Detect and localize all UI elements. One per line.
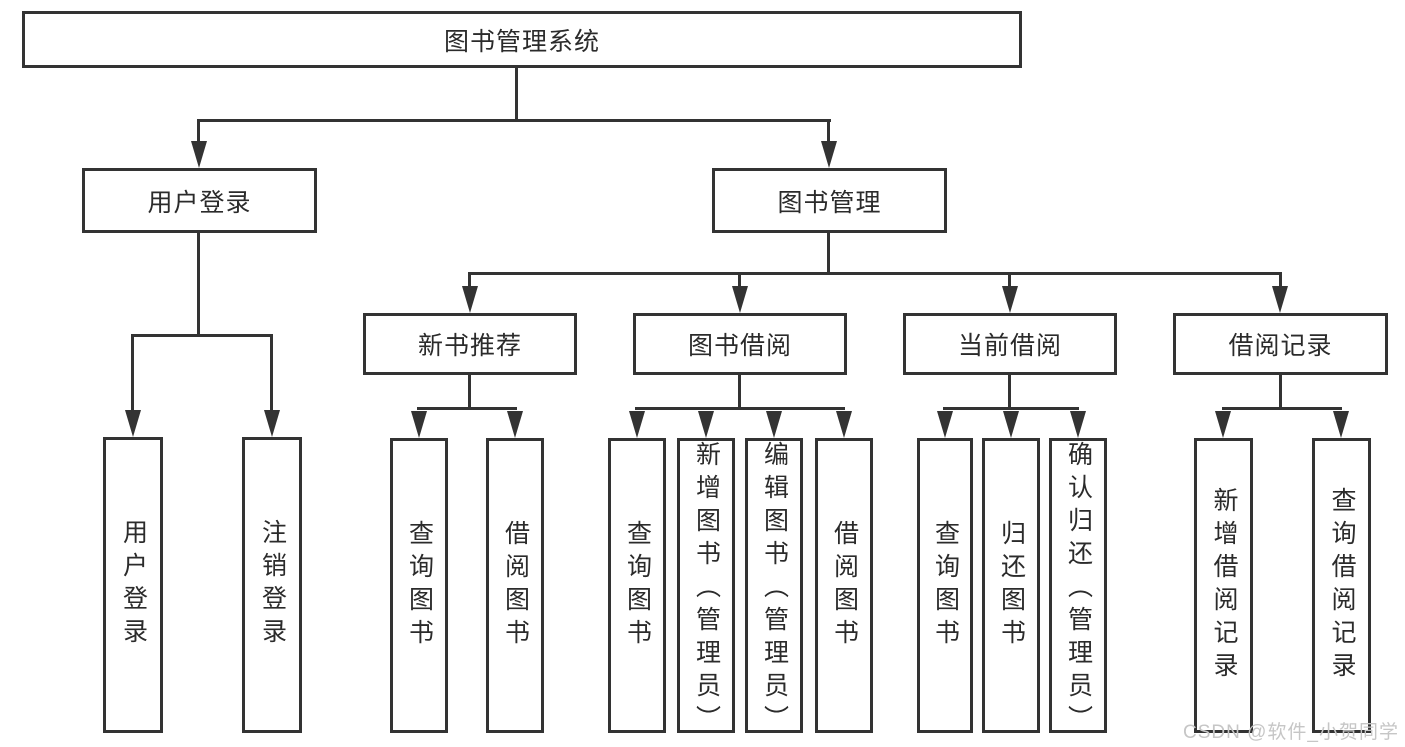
node-root-label: 图书管理系统 <box>443 27 600 56</box>
arrow-down-icon <box>629 411 645 438</box>
connector-drop-borrow-records <box>1279 272 1282 292</box>
arrow-down-icon <box>1215 411 1231 438</box>
connector-current-borrow-rail <box>943 407 1079 410</box>
arrow-down-icon <box>836 411 852 438</box>
arrow-down-icon <box>1003 411 1019 438</box>
leaf-add-borrow-record-label: 新增借阅记录 <box>1210 486 1238 685</box>
leaf-user-login: 用户登录 <box>103 437 163 733</box>
node-root: 图书管理系统 <box>22 11 1022 68</box>
leaf-add-books-admin-label: 新增图书（管理员） <box>692 441 721 738</box>
arrow-down-icon <box>821 141 837 168</box>
connector-book-borrow-stem <box>738 375 741 409</box>
node-book-management-label: 图书管理 <box>777 188 882 217</box>
leaf-query-borrow-record-label: 查询借阅记录 <box>1328 486 1356 685</box>
leaf-add-books-admin: 新增图书（管理员） <box>677 438 735 738</box>
leaf-query-books-2: 查询图书 <box>608 438 666 733</box>
node-user-login: 用户登录 <box>82 168 317 233</box>
node-book-borrowing-label: 图书借阅 <box>687 332 792 360</box>
leaf-query-books-3-label: 查询图书 <box>931 519 960 652</box>
connector-book-borrow-rail <box>635 407 845 410</box>
connector-drop-logout <box>270 334 273 414</box>
leaf-borrow-books-1: 借阅图书 <box>486 438 544 733</box>
arrow-down-icon <box>191 141 207 168</box>
node-current-borrowing: 当前借阅 <box>903 313 1117 375</box>
connector-drop-current-borrow <box>1008 272 1011 292</box>
leaf-confirm-return-admin-label: 确认归还（管理员） <box>1064 441 1093 738</box>
leaf-borrow-books-1-label: 借阅图书 <box>501 519 530 652</box>
node-borrowing-records-label: 借阅记录 <box>1228 332 1333 360</box>
node-current-borrowing-label: 当前借阅 <box>957 332 1062 360</box>
leaf-logout: 注销登录 <box>242 437 302 733</box>
arrow-down-icon <box>937 411 953 438</box>
leaf-logout-label: 注销登录 <box>258 519 287 651</box>
leaf-confirm-return-admin: 确认归还（管理员） <box>1049 438 1107 738</box>
leaf-query-books-1-label: 查询图书 <box>405 519 434 652</box>
leaf-edit-books-admin-label: 编辑图书（管理员） <box>760 441 789 738</box>
node-new-book-recommend: 新书推荐 <box>363 313 577 375</box>
leaf-query-books-1: 查询图书 <box>390 438 448 733</box>
connector-root-rail <box>198 119 831 122</box>
arrow-down-icon <box>1070 411 1086 438</box>
node-borrowing-records: 借阅记录 <box>1173 313 1388 375</box>
arrow-down-icon <box>462 286 478 313</box>
connector-book-management-rail <box>469 272 1282 275</box>
leaf-add-borrow-record: 新增借阅记录 <box>1194 438 1253 733</box>
leaf-borrow-books-2: 借阅图书 <box>815 438 873 733</box>
connector-drop-book-borrow <box>738 272 741 292</box>
connector-user-login-stem <box>197 233 200 336</box>
leaf-borrow-books-2-label: 借阅图书 <box>830 519 859 652</box>
connector-borrow-records-stem <box>1279 375 1282 409</box>
arrow-down-icon <box>507 411 523 438</box>
leaf-edit-books-admin: 编辑图书（管理员） <box>745 438 803 738</box>
node-user-login-label: 用户登录 <box>147 188 252 217</box>
arrow-down-icon <box>411 411 427 438</box>
connector-user-login-rail <box>131 334 273 337</box>
connector-book-management-stem <box>827 233 830 275</box>
arrow-down-icon <box>698 411 714 438</box>
leaf-query-books-2-label: 查询图书 <box>623 519 652 652</box>
arrow-down-icon <box>264 410 280 437</box>
leaf-return-books-label: 归还图书 <box>997 519 1026 652</box>
node-book-borrowing: 图书借阅 <box>633 313 847 375</box>
connector-new-books-stem <box>468 375 471 409</box>
arrow-down-icon <box>1002 286 1018 313</box>
arrow-down-icon <box>766 411 782 438</box>
connector-root-stem <box>515 68 518 121</box>
leaf-query-borrow-record: 查询借阅记录 <box>1312 438 1371 733</box>
connector-new-books-rail <box>417 407 517 410</box>
connector-drop-new-books <box>468 272 471 292</box>
node-new-book-recommend-label: 新书推荐 <box>417 332 522 360</box>
arrow-down-icon <box>125 410 141 437</box>
connector-drop-user-login <box>197 119 200 147</box>
connector-drop-book-management <box>827 119 830 147</box>
arrow-down-icon <box>1272 286 1288 313</box>
connector-borrow-records-rail <box>1222 407 1342 410</box>
arrow-down-icon <box>732 286 748 313</box>
leaf-return-books: 归还图书 <box>982 438 1040 733</box>
leaf-user-login-label: 用户登录 <box>119 519 148 651</box>
leaf-query-books-3: 查询图书 <box>917 438 973 733</box>
connector-current-borrow-stem <box>1008 375 1011 409</box>
arrow-down-icon <box>1333 411 1349 438</box>
node-book-management: 图书管理 <box>712 168 947 233</box>
watermark: CSDN @软件_小贺同学 <box>1183 722 1399 743</box>
connector-drop-login <box>131 334 134 414</box>
